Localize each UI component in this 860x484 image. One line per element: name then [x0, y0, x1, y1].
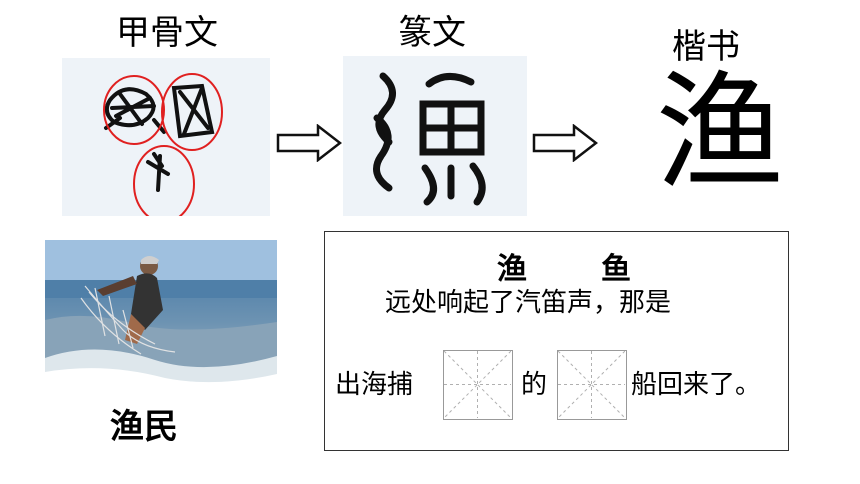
answer-grid-1[interactable]: [443, 350, 513, 420]
exercise-title-char-2: 鱼: [601, 252, 631, 287]
right-arrow-icon: [276, 124, 342, 162]
exercise-line-1: 远处响起了汽笛声，那是: [385, 288, 672, 318]
seal-script-glyph: [373, 72, 486, 206]
answer-grid-2[interactable]: [557, 350, 627, 420]
exercise-box: 渔 鱼 远处响起了汽笛声，那是 出海捕 的 船回来了。: [324, 231, 789, 451]
regular-label: 楷书: [672, 27, 740, 67]
oracle-bone-panel: [62, 58, 270, 223]
regular-script-char: 渔: [656, 59, 785, 208]
exercise-title-char-1: 渔: [497, 252, 527, 287]
right-arrow-icon: [532, 124, 598, 162]
seal-script-panel: [343, 56, 527, 216]
exercise-line-2-part-2: 的: [521, 370, 548, 400]
oracle-bone-glyph: [103, 73, 223, 223]
oracle-label: 甲骨文: [116, 13, 218, 53]
exercise-line-2-part-1: 出海捕: [335, 370, 414, 400]
exercise-line-2-part-3: 船回来了。: [631, 370, 762, 400]
fisherman-photo: [45, 240, 277, 390]
photo-caption: 渔民: [110, 407, 178, 447]
seal-label: 篆文: [398, 13, 466, 53]
